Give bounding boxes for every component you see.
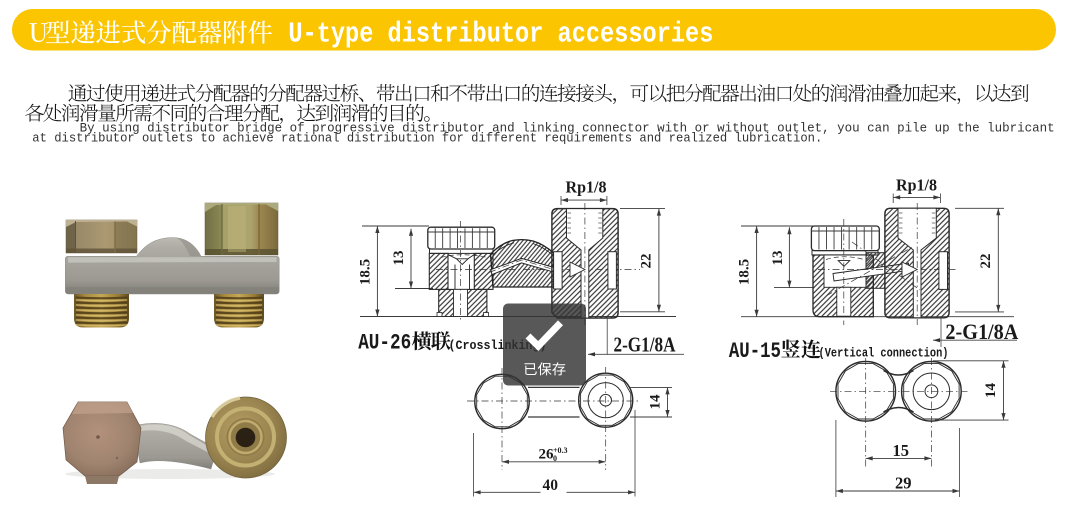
svg-text:18.5: 18.5 [737,259,753,285]
svg-text:Rp1/8: Rp1/8 [566,178,607,197]
svg-text:AU-26: AU-26 [358,331,411,356]
svg-text:40: 40 [543,477,559,494]
svg-text:29: 29 [895,474,912,493]
svg-text:U-type distributor accessories: U-type distributor accessories [288,18,713,51]
svg-text:By using distributor bridge of: By using distributor bridge of progressi… [80,121,1055,136]
svg-text:13: 13 [770,251,786,266]
svg-text:14: 14 [983,383,999,399]
svg-text:2-G1/8A: 2-G1/8A [945,319,1018,344]
svg-text:(Vertical connection): (Vertical connection) [819,345,949,360]
svg-text:22: 22 [978,254,994,269]
svg-text:22: 22 [639,254,655,269]
svg-text:18.5: 18.5 [358,259,374,285]
svg-text:26: 26 [539,447,555,463]
svg-text:+0.3: +0.3 [553,446,568,455]
svg-text:15: 15 [893,441,910,460]
svg-text:13: 13 [391,251,407,266]
svg-text:AU-15: AU-15 [729,339,781,364]
svg-text:2-G1/8A: 2-G1/8A [614,333,677,357]
svg-text:14: 14 [648,394,664,410]
svg-text:Rp1/8: Rp1/8 [896,176,937,195]
svg-text:at distributor outlets to achi: at distributor outlets to achieve ration… [32,131,822,146]
svg-text:0: 0 [553,454,557,463]
